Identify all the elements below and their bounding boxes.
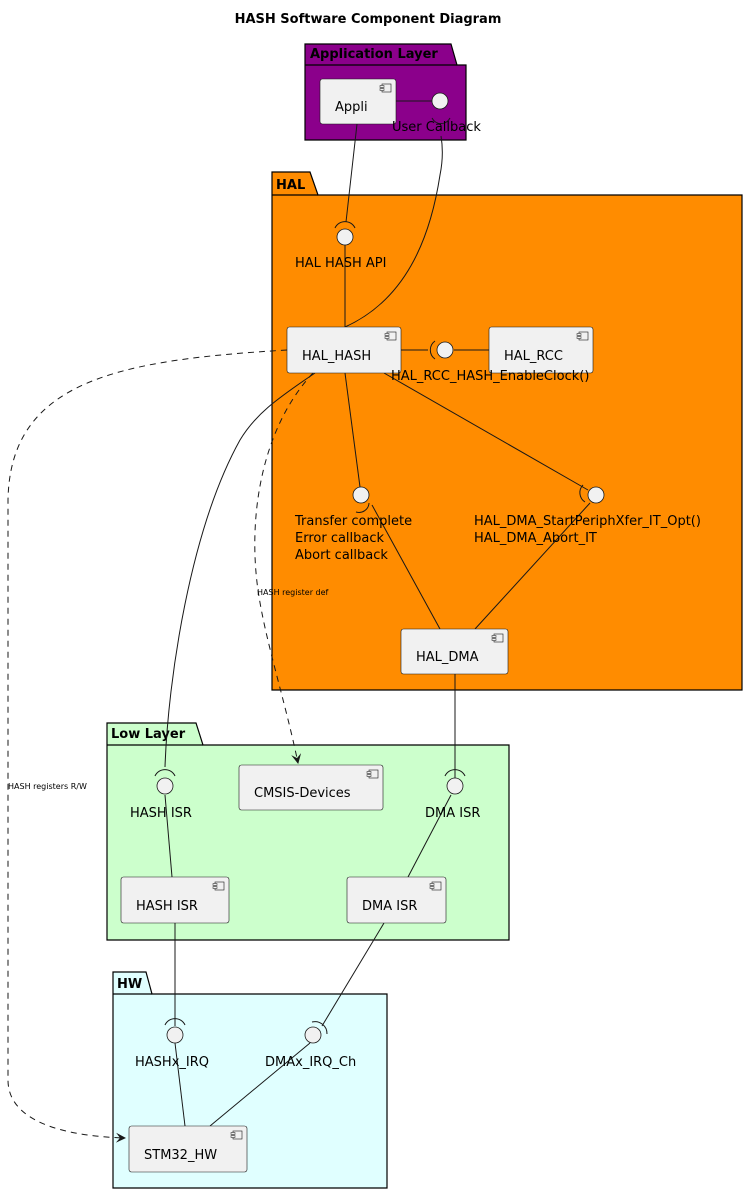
rcc-enable-interface (436, 341, 454, 359)
hal-hash-api-socket (334, 221, 356, 229)
hal-hash-api-interface (336, 228, 354, 246)
component-dma-isr[interactable]: DMA ISR (346, 876, 447, 924)
component-stm32-hw[interactable]: STM32_HW (128, 1125, 248, 1173)
hashx-irq-interface (166, 1026, 184, 1044)
dma-api-label-abort: HAL_DMA_Abort_IT (474, 531, 597, 546)
dma-isr-interface (446, 777, 464, 795)
component-hal-dma[interactable]: HAL_DMA (400, 628, 509, 675)
package-label-application: Application Layer (310, 47, 438, 62)
callbacks-interface (352, 486, 370, 504)
component-appli[interactable]: Appli (319, 78, 397, 125)
dma-api-interface (587, 486, 605, 504)
hash-isr-label: HASH ISR (136, 899, 198, 914)
component-hal-rcc[interactable]: HAL_RCC (488, 326, 594, 374)
dmax-irq-socket (311, 1021, 328, 1035)
hash-isr-interface-label: HASH ISR (130, 806, 192, 821)
dma-isr-interface-label: DMA ISR (425, 806, 480, 821)
hashx-irq-label: HASHx_IRQ (135, 1055, 209, 1070)
component-hal-hash[interactable]: HAL_HASH (286, 326, 402, 374)
callback-label-error: Error callback (295, 531, 385, 546)
hash-isr-socket (154, 769, 176, 777)
hal-hash-label: HAL_HASH (302, 349, 371, 364)
user-callback-socket (431, 117, 451, 125)
package-label-hal: HAL (276, 178, 305, 193)
callback-label-abort: Abort callback (295, 548, 388, 563)
appli-label: Appli (335, 100, 368, 115)
callbacks-socket (355, 502, 370, 513)
callback-label-transfer: Transfer complete (294, 514, 412, 529)
dma-api-socket (579, 484, 586, 503)
package-hal: HAL (271, 171, 743, 691)
component-cmsis-devices[interactable]: CMSIS-Devices (238, 764, 384, 811)
component-hash-isr[interactable]: HASH ISR (120, 876, 230, 924)
rcc-enable-socket (429, 340, 436, 360)
hal-rcc-label: HAL_RCC (504, 349, 563, 364)
rcc-enable-label: HAL_RCC_HASH_EnableClock() (391, 369, 589, 384)
user-callback-interface (431, 92, 449, 110)
edge-label-hash-registers-rw: HASH registers R/W (8, 782, 87, 791)
dma-isr-label: DMA ISR (362, 899, 417, 914)
diagram-title: HASH Software Component Diagram (235, 12, 502, 27)
dma-isr-socket (444, 769, 466, 777)
hashx-irq-socket (164, 1018, 186, 1026)
interfaces (154, 92, 605, 1044)
edge-label-hash-register-def: HASH register def (257, 588, 329, 597)
hal-hash-api-label: HAL HASH API (295, 256, 386, 271)
connectors (7, 100, 591, 1143)
dmax-irq-interface (304, 1026, 322, 1044)
dmax-irq-label: DMAx_IRQ_Ch (265, 1055, 356, 1070)
package-label-hw: HW (117, 977, 142, 992)
hal-dma-label: HAL_DMA (416, 650, 479, 665)
hash-isr-interface (156, 777, 174, 795)
cmsis-devices-label: CMSIS-Devices (254, 786, 351, 801)
package-label-low-layer: Low Layer (111, 727, 186, 742)
stm32-hw-label: STM32_HW (144, 1148, 217, 1163)
dma-api-label-start: HAL_DMA_StartPeriphXfer_IT_Opt() (474, 514, 701, 529)
user-callback-label: User Callback (392, 120, 481, 135)
